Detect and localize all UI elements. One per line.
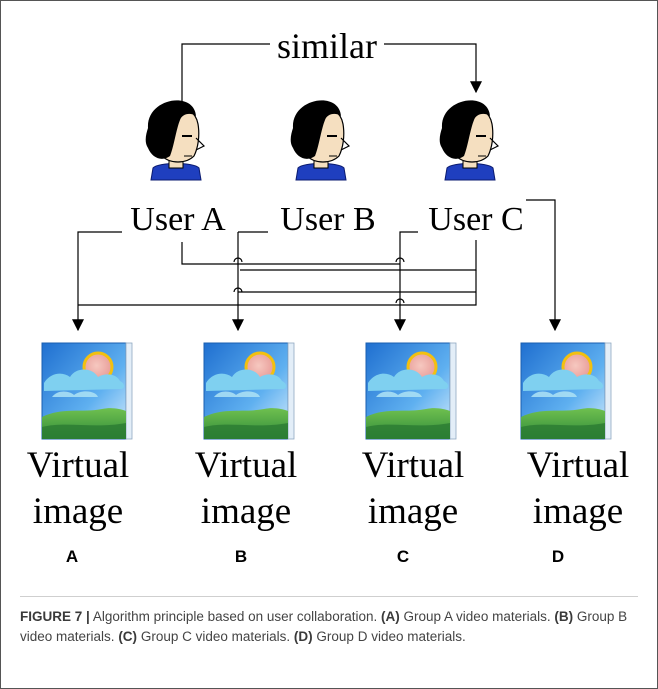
caption-item-b-tag: (B) — [554, 609, 574, 624]
caption-divider — [20, 596, 638, 597]
user-a-label: User A — [130, 201, 226, 238]
image-c-icon — [364, 341, 458, 441]
user-c-label: User C — [428, 201, 523, 238]
similar-connector — [181, 43, 482, 115]
connection-lines — [72, 199, 561, 332]
caption-item-b-text: Group B video materials. — [20, 609, 628, 644]
panel-label-d: D — [552, 547, 564, 566]
caption-item-a-tag: (A) — [381, 609, 400, 624]
virtual-image-a: Virtual image A — [27, 341, 134, 566]
user-a-icon — [144, 99, 205, 181]
caption-item-c-text: Group C video materials. — [140, 629, 291, 644]
image-a-icon — [40, 341, 134, 441]
image-b-line1: Virtual — [195, 445, 298, 486]
user-b-label: User B — [280, 201, 375, 238]
image-c-line1: Virtual — [362, 445, 465, 486]
caption-item-c-tag: (C) — [118, 629, 138, 644]
caption-item-a-text: Group A video materials. — [403, 609, 551, 624]
collaboration-diagram: similar User A User B User C Virtual ima… — [27, 26, 630, 566]
image-b-line2: image — [201, 491, 291, 532]
virtual-image-d: Virtual image D — [519, 341, 630, 566]
user-b-icon — [289, 99, 350, 181]
image-a-line1: Virtual — [27, 445, 130, 486]
image-c-line2: image — [368, 491, 458, 532]
image-d-line2: image — [533, 491, 623, 532]
panel-label-c: C — [397, 547, 409, 566]
user-c: User C — [428, 99, 524, 238]
panel-label-b: B — [235, 547, 247, 566]
user-c-icon — [438, 99, 499, 181]
image-d-line1: Virtual — [527, 445, 630, 486]
virtual-image-b: Virtual image B — [195, 341, 298, 566]
virtual-image-c: Virtual image C — [362, 341, 465, 566]
caption-text: Algorithm principle based on user collab… — [92, 609, 378, 624]
similar-label: similar — [277, 26, 377, 66]
caption-figure-label: FIGURE 7 | — [20, 609, 90, 624]
user-b: User B — [280, 99, 376, 238]
image-b-icon — [202, 341, 296, 441]
image-a-line2: image — [33, 491, 123, 532]
caption-item-d-text: Group D video materials. — [316, 629, 466, 644]
figure-caption: FIGURE 7 | Algorithm principle based on … — [20, 607, 640, 647]
image-d-icon — [519, 341, 613, 441]
caption-item-d-tag: (D) — [293, 629, 313, 644]
panel-label-a: A — [66, 547, 78, 566]
user-a: User A — [130, 99, 226, 238]
